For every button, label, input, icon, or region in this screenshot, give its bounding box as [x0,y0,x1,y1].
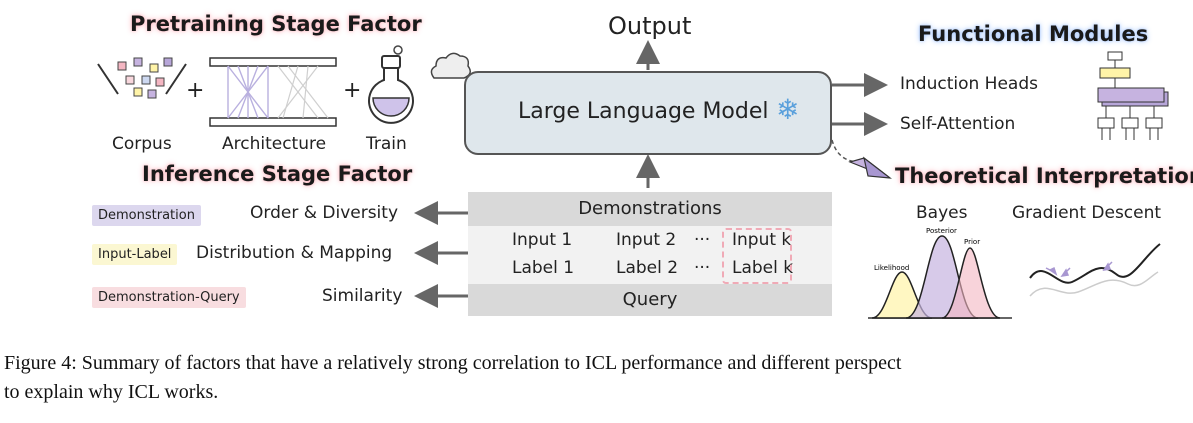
label-cell: Label k [732,258,794,278]
ellipsis-cell: ··· [694,230,711,250]
llm-label: Large Language Model [518,99,769,124]
bayes-curves: Likelihood Posterior Prior [868,227,1012,319]
ellipsis-cell: ··· [694,258,711,278]
gradient-descent-label: Gradient Descent [1012,203,1162,223]
pretraining-title: Pretraining Stage Factor [130,12,422,36]
architecture-icon [209,57,337,127]
plus-sign: + [186,78,205,103]
inference-title: Inference Stage Factor [142,162,413,186]
snowflake-icon: ❄ [776,93,800,126]
input-cell: Input k [732,230,792,250]
posterior-label: Posterior [926,227,957,235]
figure-caption-line1: Figure 4: Summary of factors that have a… [4,352,902,374]
demonstrations-header: Demonstrations [468,192,832,226]
input-cell: Input 1 [512,230,573,250]
induction-heads-label: Induction Heads [900,74,1038,94]
query-label: Query [622,289,678,310]
plus-sign: + [343,78,362,103]
flask-icon [368,45,414,124]
architecture-label: Architecture [222,134,327,154]
corpus-icon [97,57,187,99]
order-diversity-label: Order & Diversity [250,203,399,223]
self-attention-label: Self-Attention [900,114,1016,134]
steam-icon [430,52,471,79]
likelihood-label: Likelihood [874,264,909,272]
bayes-label: Bayes [916,203,968,223]
input-cell: Input 2 [616,230,677,250]
train-label: Train [366,134,407,154]
distribution-mapping-label: Distribution & Mapping [196,243,393,263]
highlight-box [722,228,792,284]
llm-box: Large Language Model ❄ [464,71,832,155]
theoretical-interpretation-title: Theoretical Interpretation [895,164,1193,188]
demonstration-tag: Demonstration [92,205,201,226]
demonstrations-title: Demonstrations [578,198,722,219]
functional-modules-title: Functional Modules [918,22,1149,46]
output-label: Output [608,12,692,40]
label-cell: Label 2 [616,258,679,278]
similarity-label: Similarity [322,286,403,306]
prior-label: Prior [964,238,980,246]
label-cell: Label 1 [512,258,575,278]
gradient-descent-curves [1029,243,1161,297]
paper-plane-icon [848,156,892,179]
demonstrations-body: Input 1 Input 2 ··· Input k Label 1 Labe… [468,226,832,284]
input-label-tag: Input-Label [92,244,178,265]
transformer-icon [1097,51,1169,140]
demonstration-query-tag: Demonstration-Query [92,287,246,308]
query-row: Query [468,284,832,316]
figure-caption-line2: to explain why ICL works. [4,381,219,403]
corpus-label: Corpus [112,134,172,154]
